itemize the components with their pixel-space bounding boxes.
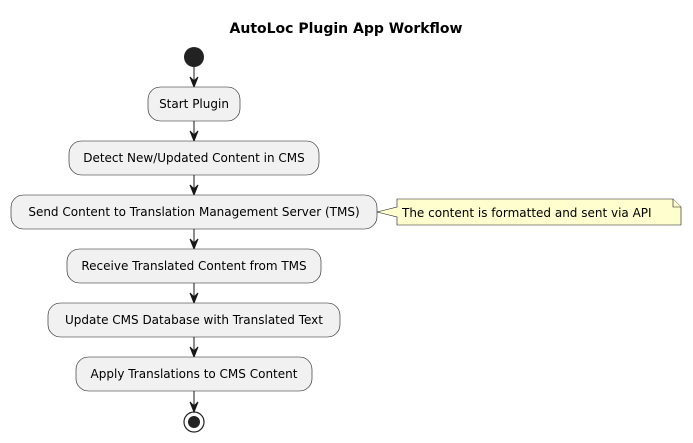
activity-label: Start Plugin bbox=[159, 97, 229, 111]
activity-receive-translated: Receive Translated Content from TMS bbox=[66, 248, 322, 284]
activity-detect-content: Detect New/Updated Content in CMS bbox=[68, 140, 320, 176]
arrow-1-to-2 bbox=[189, 121, 199, 143]
arrow-4-to-5 bbox=[189, 283, 199, 305]
arrow-5-to-6 bbox=[189, 337, 199, 359]
activity-label: Receive Translated Content from TMS bbox=[81, 259, 306, 273]
activity-apply-translations: Apply Translations to CMS Content bbox=[75, 356, 313, 392]
activity-label: Send Content to Translation Management S… bbox=[28, 205, 359, 219]
activity-send-content: Send Content to Translation Management S… bbox=[10, 194, 378, 230]
activity-label: Apply Translations to CMS Content bbox=[91, 367, 298, 381]
arrow-3-to-4 bbox=[189, 229, 199, 251]
activity-label: Detect New/Updated Content in CMS bbox=[83, 151, 305, 165]
activity-start-plugin: Start Plugin bbox=[147, 86, 241, 122]
arrow-6-to-end bbox=[189, 391, 199, 414]
activity-update-database: Update CMS Database with Translated Text bbox=[47, 302, 341, 338]
arrow-start-to-activity-1 bbox=[189, 67, 199, 89]
diagram-title: AutoLoc Plugin App Workflow bbox=[230, 21, 463, 37]
arrow-2-to-3 bbox=[189, 175, 199, 197]
note-api: The content is formatted and sent via AP… bbox=[376, 198, 682, 226]
activity-label: Update CMS Database with Translated Text bbox=[65, 313, 323, 327]
start-node bbox=[184, 47, 204, 67]
stop-node bbox=[183, 411, 205, 433]
note-text: The content is formatted and sent via AP… bbox=[401, 206, 652, 220]
